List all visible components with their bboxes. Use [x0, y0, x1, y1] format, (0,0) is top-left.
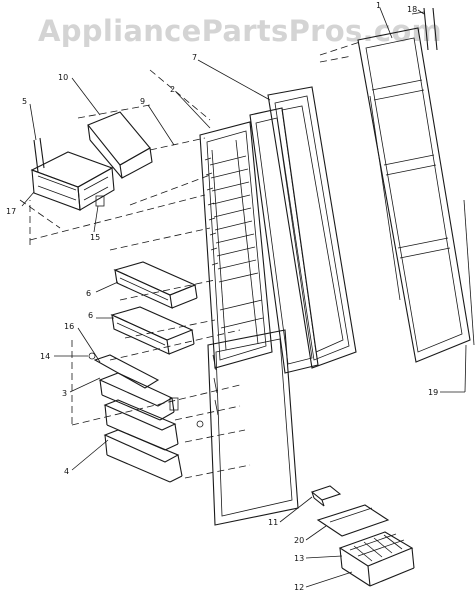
- callout-14: 14: [40, 352, 50, 361]
- callout-20: 20: [294, 536, 304, 545]
- callout-13: 13: [294, 554, 304, 563]
- callout-labels: 1 18 7 2 9 10 5 17 15 6 6 16 14 3 4 11 2…: [6, 1, 438, 592]
- door-bin-lower: [103, 399, 204, 483]
- projection-lines: [19, 41, 361, 479]
- callout-4: 4: [64, 467, 69, 476]
- callout-15: 15: [90, 233, 100, 242]
- callout-5: 5: [22, 97, 27, 106]
- door-bin-middle: [110, 306, 195, 355]
- callout-19: 19: [428, 388, 438, 397]
- door-bin-upper: [113, 261, 198, 309]
- callout-12: 12: [294, 583, 304, 592]
- callout-6a: 6: [86, 289, 91, 298]
- ice-bin-assembly: [30, 111, 153, 211]
- callout-3: 3: [62, 389, 67, 398]
- watermark: AppliancePartsPros.com: [38, 14, 443, 48]
- callout-9: 9: [140, 97, 145, 106]
- ice-tray-set: [310, 485, 415, 587]
- callout-7: 7: [192, 53, 197, 62]
- outer-door-panel: [357, 27, 475, 363]
- leader-lines: [21, 7, 467, 588]
- callout-6b: 6: [88, 311, 93, 320]
- callout-17: 17: [6, 207, 16, 216]
- callout-1: 1: [376, 1, 381, 10]
- door-bin-shelf: [88, 352, 179, 421]
- inner-liner-frame: [249, 107, 319, 374]
- callout-10: 10: [58, 73, 68, 82]
- callout-2: 2: [170, 85, 175, 94]
- callout-18: 18: [407, 5, 417, 14]
- inner-door-liner: [199, 121, 273, 369]
- callout-16: 16: [64, 322, 74, 331]
- callout-11: 11: [268, 518, 278, 527]
